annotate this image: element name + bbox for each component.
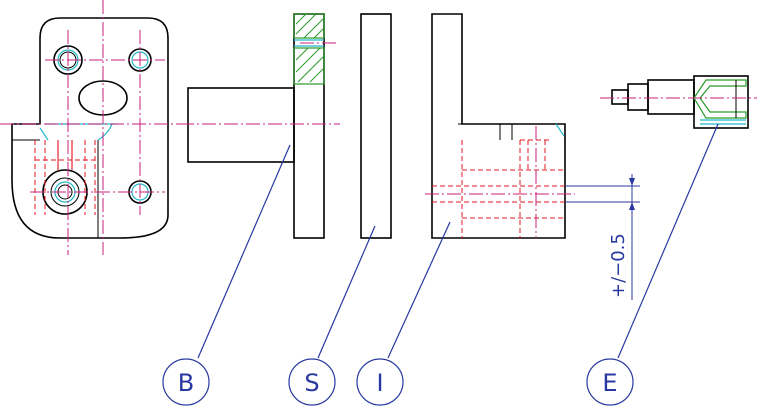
balloon-b: B	[162, 358, 210, 406]
bracket-plate-view	[0, 0, 185, 255]
leader-b	[197, 144, 291, 359]
pin-body	[647, 79, 695, 115]
tolerance-text: +/−0.5	[608, 233, 629, 298]
leader-s	[317, 225, 376, 359]
shaft-body	[187, 87, 295, 163]
pin-shank	[627, 83, 649, 111]
part-e-threaded-pin	[600, 75, 757, 129]
part-s-spacer	[360, 13, 392, 239]
bracket-plate-outline	[11, 17, 169, 239]
balloon-s: S	[288, 358, 336, 406]
svg-text:S: S	[304, 369, 319, 397]
svg-text:B: B	[178, 369, 194, 397]
svg-text:E: E	[602, 369, 617, 397]
pin-tip	[611, 89, 629, 105]
bracket-cyan-arc	[97, 123, 113, 141]
balloon-i: I	[356, 358, 404, 406]
insert-body	[693, 75, 749, 129]
balloon-e: E	[586, 358, 634, 406]
bracket-cyan-short	[39, 127, 49, 141]
leader-i	[387, 221, 451, 359]
tolerance-dimension: +/−0.5	[565, 174, 640, 300]
svg-text:I: I	[376, 369, 383, 397]
leader-e	[617, 123, 719, 359]
angle-block-outline	[431, 13, 566, 239]
part-b-flanged-shaft	[180, 13, 340, 239]
part-i-angle-block	[425, 13, 575, 239]
